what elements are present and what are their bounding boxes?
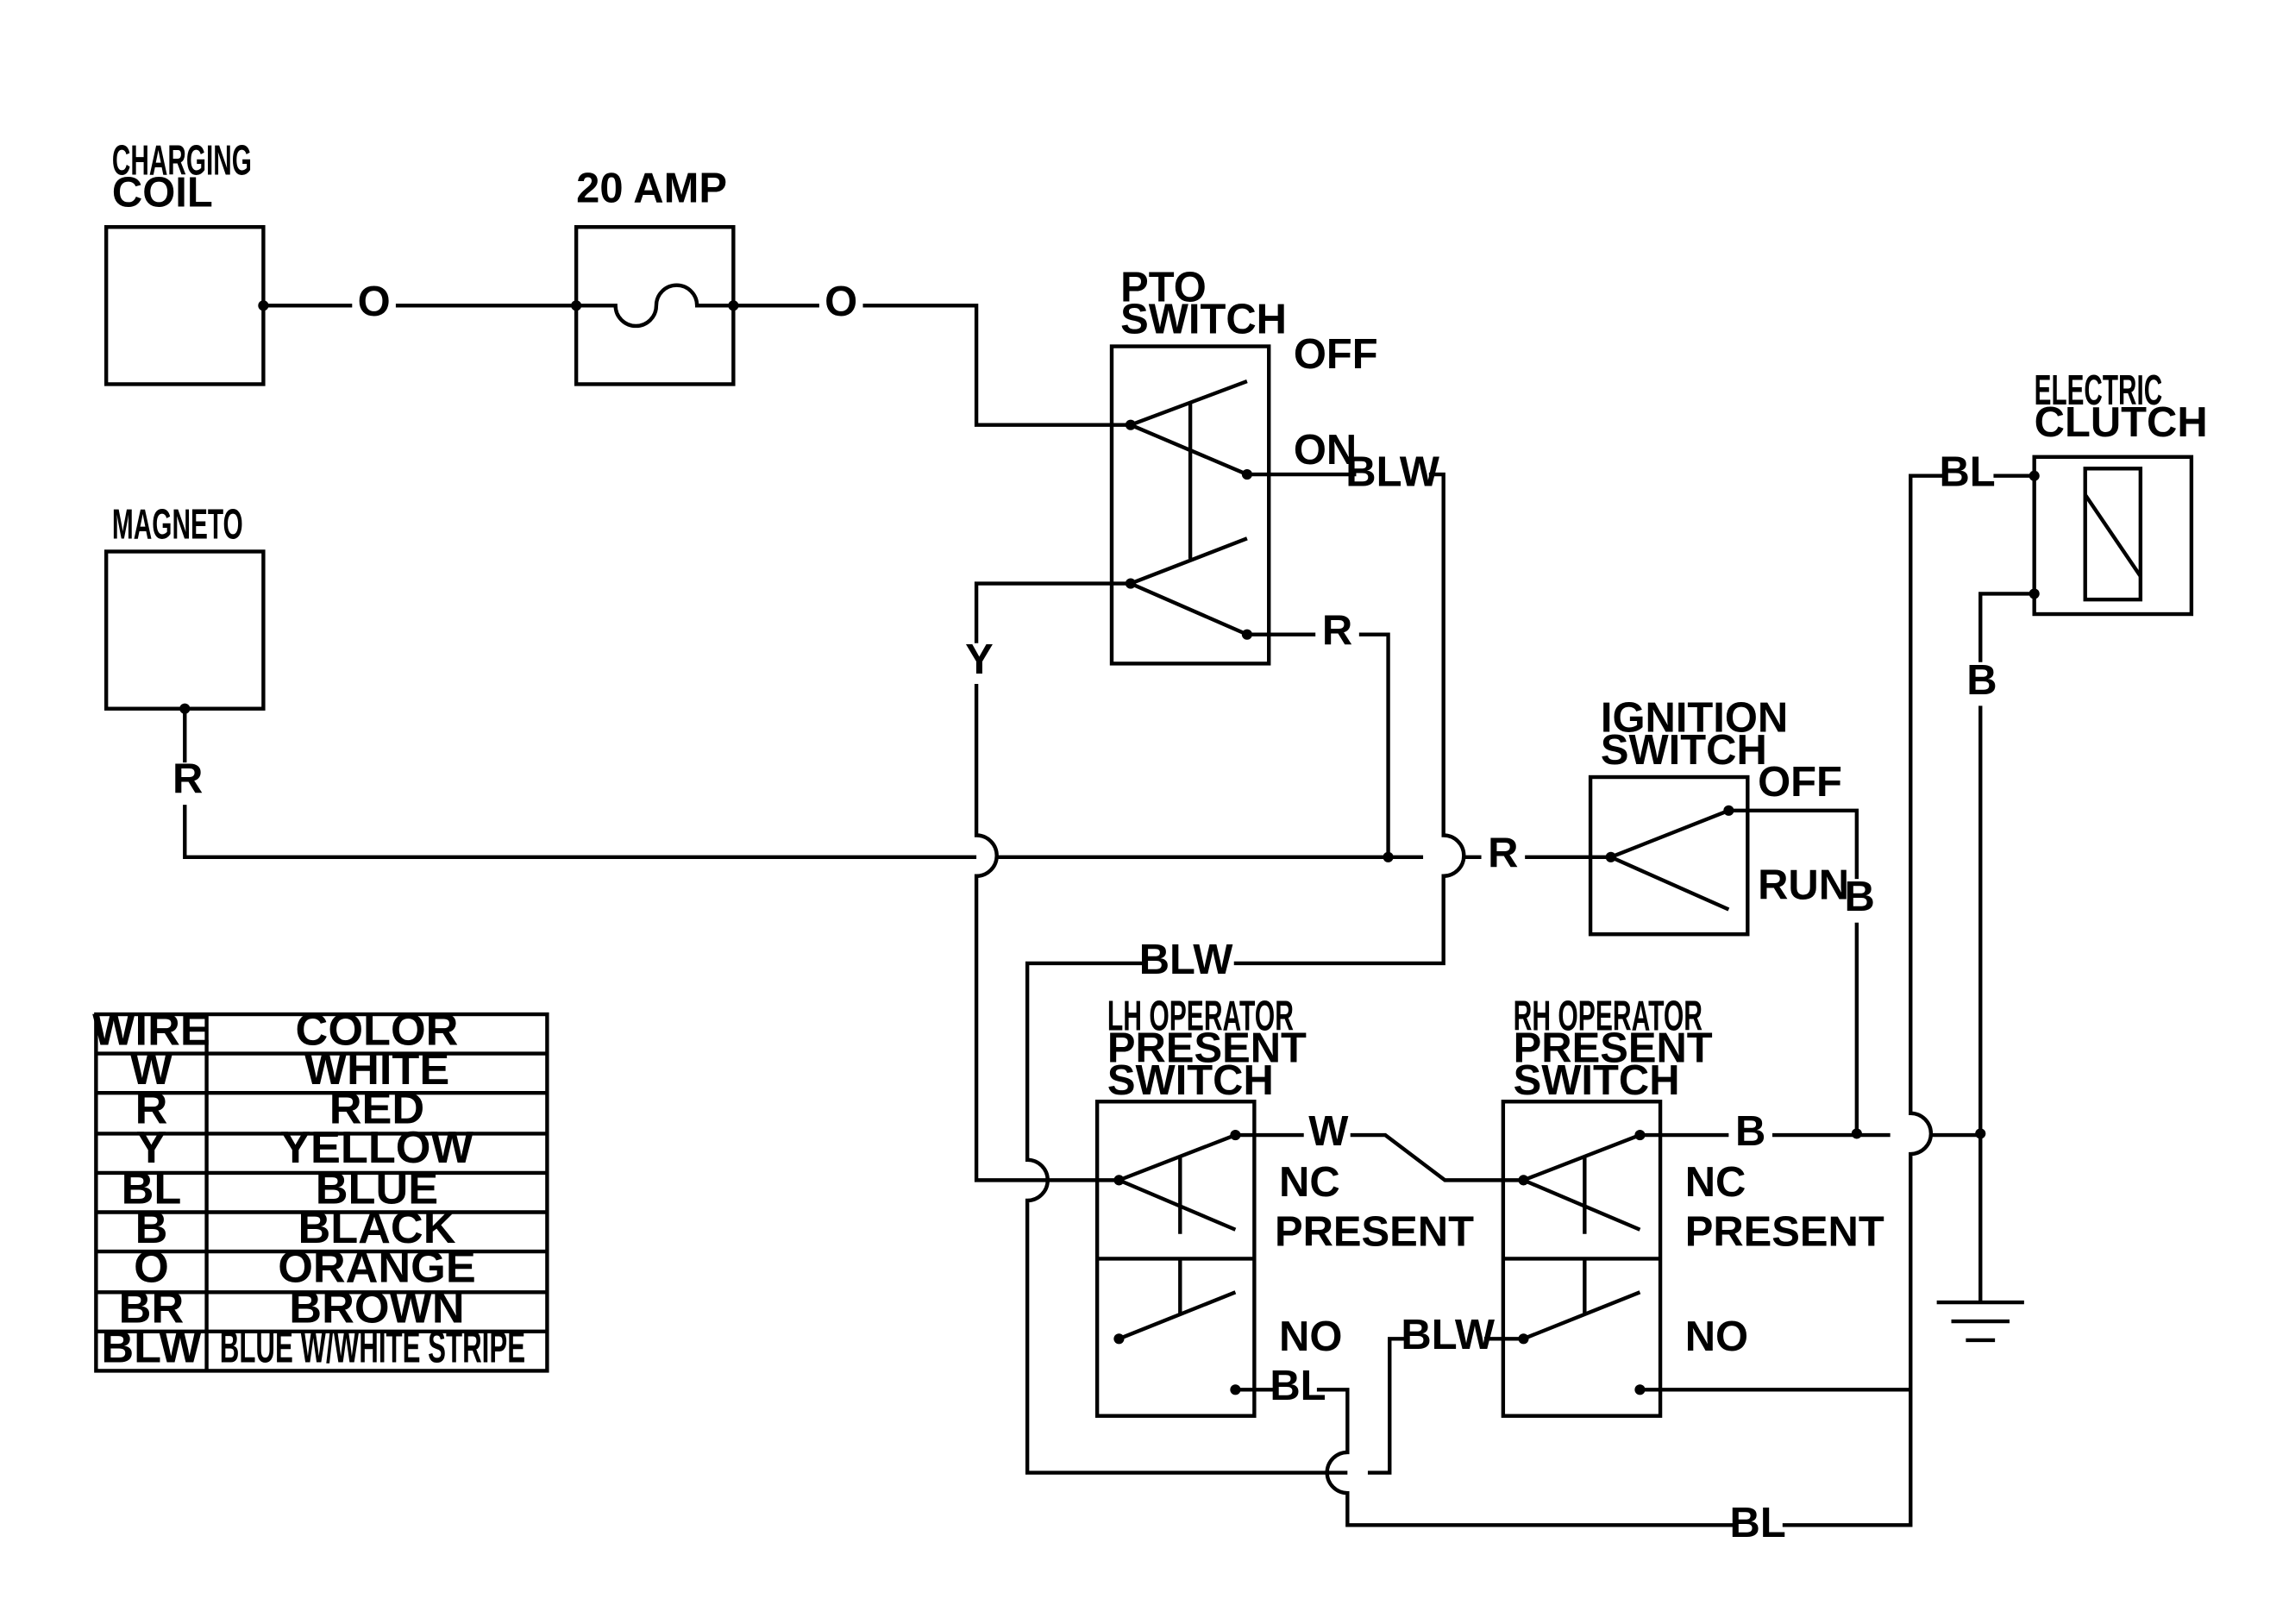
ignition-switch-contacts xyxy=(1609,808,1730,912)
wire-clutch-b xyxy=(1978,592,2035,1303)
wire-pto-on-blw xyxy=(1025,472,1466,1475)
rh-switch-label-3: SWITCH xyxy=(1514,1057,1680,1104)
ign-off-label: OFF xyxy=(1758,759,1842,806)
lh-switch-label-3: SWITCH xyxy=(1107,1057,1274,1104)
wire-magneto-r xyxy=(183,708,977,859)
wire-rh-blw xyxy=(1367,1337,1524,1475)
legend-wire-code: BR xyxy=(119,1283,185,1333)
ignition-switch-label-2: SWITCH xyxy=(1601,727,1767,774)
wire-label-b-ign: B xyxy=(1845,874,1875,920)
wire-label-blw-rh: BLW xyxy=(1401,1312,1495,1358)
wire-pto-r xyxy=(1246,632,1390,857)
legend-wire-code: B xyxy=(135,1203,168,1253)
legend-header-wire: WIRE xyxy=(92,1005,210,1055)
wire-label-r-pto: R xyxy=(1322,607,1352,654)
legend-wire-color: BROWN xyxy=(289,1283,464,1333)
wire-label-bl-lh: BL xyxy=(1270,1363,1326,1409)
pto-switch-box xyxy=(1109,344,1271,666)
legend-wire-code: R xyxy=(135,1084,168,1134)
legend-header-color: COLOR xyxy=(296,1005,459,1055)
wire-label-w: W xyxy=(1308,1108,1349,1155)
wire-label-blw-mid: BLW xyxy=(1139,937,1233,983)
lh-switch-contacts xyxy=(1118,1133,1237,1341)
wire-label-bl-bottom: BL xyxy=(1730,1500,1786,1546)
charging-coil-label-2: COIL xyxy=(112,170,213,216)
pto-on-label: ON xyxy=(1294,427,1357,473)
electric-clutch-label-1: ELECTRIC xyxy=(2035,367,2162,414)
legend-wire-code: BL xyxy=(122,1163,182,1213)
wire-label-o-1: O xyxy=(358,279,391,325)
wire-label-o-2: O xyxy=(825,279,857,325)
lh-no-label: NO xyxy=(1279,1314,1342,1360)
wire-lh-w xyxy=(1235,1132,1524,1182)
legend-wire-color: RED xyxy=(329,1084,424,1134)
wire-ign-b xyxy=(1728,808,1859,1134)
wire-fuse-pto xyxy=(733,304,1131,427)
magneto-box xyxy=(103,549,266,711)
rh-no-label: NO xyxy=(1685,1314,1748,1360)
ign-run-label: RUN xyxy=(1758,862,1849,909)
pto-switch-label-2: SWITCH xyxy=(1120,296,1287,342)
legend-wire-code: Y xyxy=(136,1123,166,1173)
legend-wire-color: YELLOW xyxy=(280,1123,473,1173)
legend-wire-color: BLACK xyxy=(298,1203,455,1253)
legend-wire-color: WHITE xyxy=(304,1044,449,1094)
electric-clutch-label-2: CLUTCH xyxy=(2035,399,2208,446)
charging-coil-label-1: CHARGING xyxy=(112,137,252,184)
legend-wire-code: W xyxy=(130,1044,173,1094)
rh-switch-label-2: PRESENT xyxy=(1514,1025,1713,1072)
lh-switch-label-1: LH OPERATOR xyxy=(1107,994,1294,1040)
fuse-label: 20 AMP xyxy=(576,166,727,212)
wire-label-bl-clutch: BL xyxy=(1939,449,1995,496)
rh-present-label: PRESENT xyxy=(1685,1208,1884,1255)
wire-label-r-main: R xyxy=(1488,831,1518,877)
lh-switch-label-2: PRESENT xyxy=(1107,1025,1307,1072)
rh-switch-contacts xyxy=(1522,1133,1641,1341)
pto-switch-label-1: PTO xyxy=(1120,264,1207,310)
ground-icon xyxy=(1936,1300,2024,1343)
rh-nc-label: NC xyxy=(1685,1159,1746,1206)
wire-clutch-bl xyxy=(1316,473,2035,1527)
wire-label-y: Y xyxy=(965,636,994,683)
wire-color-legend: WIRE COLOR W WHITE R RED Y YELLOW BL BLU… xyxy=(92,1005,549,1373)
electric-clutch-box xyxy=(2032,455,2194,617)
wire-label-b-clutch: B xyxy=(1966,657,1997,704)
pto-switch-contacts xyxy=(1130,379,1248,636)
clutch-coil xyxy=(2083,467,2143,602)
rh-switch-label-1: RH OPERATOR xyxy=(1514,994,1702,1040)
magneto-label: MAGNETO xyxy=(112,501,243,548)
clutch-coil-diagonal xyxy=(2083,493,2142,578)
legend-wire-code: O xyxy=(134,1242,169,1292)
legend-wire-color: ORANGE xyxy=(278,1242,476,1292)
legend-wire-color: BLUE W/WHITE STRIPE xyxy=(220,1322,525,1372)
lh-present-label: PRESENT xyxy=(1275,1208,1474,1255)
charging-coil-box xyxy=(103,225,266,386)
fuse-element xyxy=(576,283,734,329)
wire-label-b-rh: B xyxy=(1735,1108,1765,1155)
wire-label-r-magneto: R xyxy=(172,756,203,803)
wire-pto-y xyxy=(974,581,1131,1182)
ignition-switch-label-1: IGNITION xyxy=(1601,695,1788,742)
pto-off-label: OFF xyxy=(1294,331,1378,378)
lh-nc-label: NC xyxy=(1279,1159,1340,1206)
wire-label-blw-pto: BLW xyxy=(1345,449,1439,496)
legend-wire-code: BLW xyxy=(101,1322,202,1372)
junction-dots xyxy=(179,300,2040,1395)
legend-wire-color: BLUE xyxy=(316,1163,438,1213)
